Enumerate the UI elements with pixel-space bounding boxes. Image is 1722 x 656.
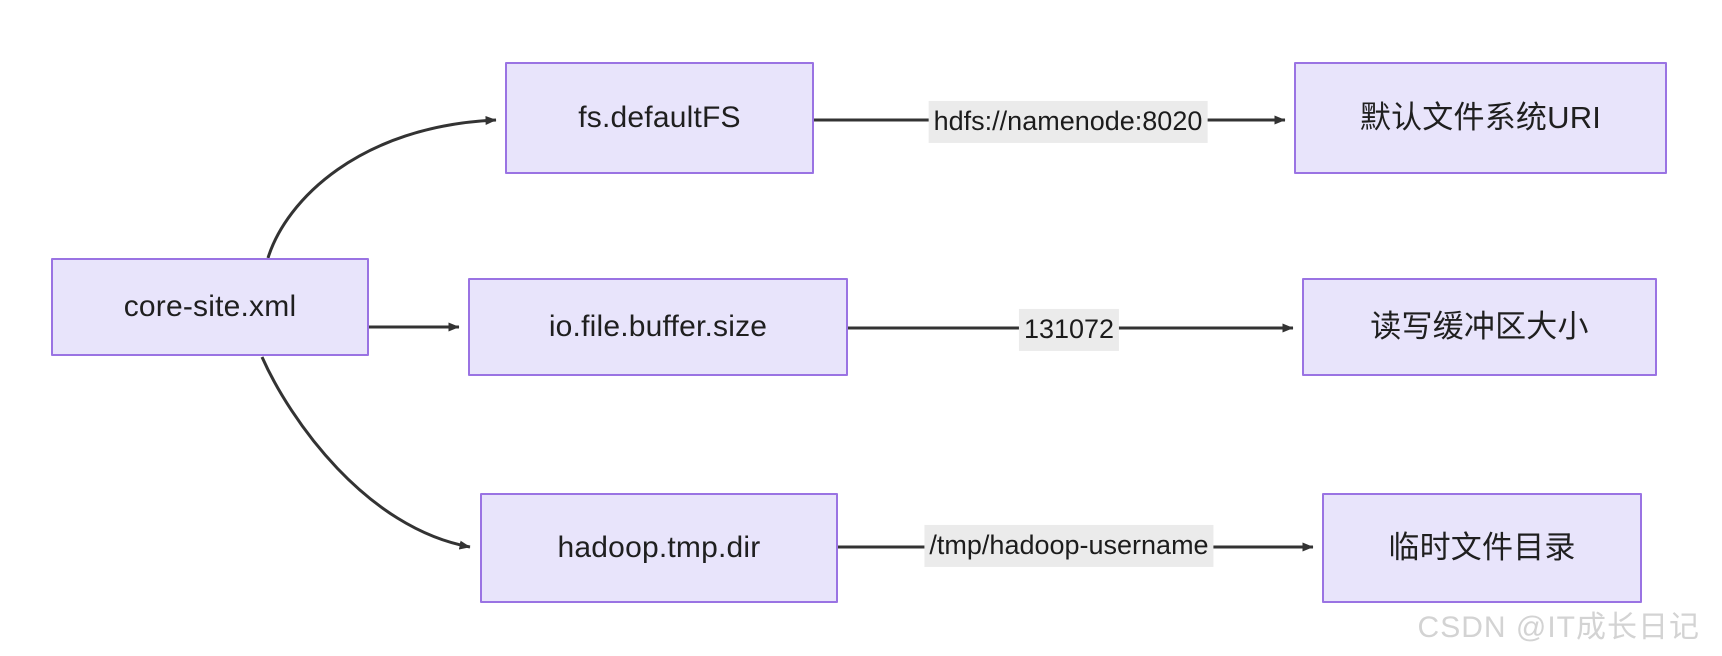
node-core-site-xml[interactable]: core-site.xml bbox=[51, 258, 369, 356]
edge-label-buffer-size-value: 131072 bbox=[1018, 308, 1120, 352]
watermark: CSDN @IT成长日记 bbox=[1417, 611, 1700, 644]
node-hadoop-tmp-dir[interactable]: hadoop.tmp.dir bbox=[480, 493, 838, 603]
node-fs-defaultfs[interactable]: fs.defaultFS bbox=[505, 62, 814, 174]
node-label: 默认文件系统URI bbox=[1359, 100, 1602, 136]
node-label: 读写缓冲区大小 bbox=[1370, 309, 1589, 345]
node-label: hadoop.tmp.dir bbox=[557, 531, 761, 564]
node-default-filesystem-uri[interactable]: 默认文件系统URI bbox=[1294, 62, 1667, 174]
node-io-file-buffer-size[interactable]: io.file.buffer.size bbox=[468, 278, 848, 376]
node-label: io.file.buffer.size bbox=[548, 310, 768, 343]
edge-root-to-hadoop-tmp-dir bbox=[260, 356, 471, 550]
node-label: core-site.xml bbox=[123, 290, 297, 323]
node-temp-file-directory[interactable]: 临时文件目录 bbox=[1322, 493, 1642, 603]
edge-label-hdfs-namenode-uri: hdfs://namenode:8020 bbox=[928, 100, 1208, 144]
node-label: 临时文件目录 bbox=[1388, 530, 1576, 566]
edge-root-to-fs-defaultfs bbox=[266, 115, 497, 259]
node-read-write-buffer-size[interactable]: 读写缓冲区大小 bbox=[1302, 278, 1657, 376]
node-label: fs.defaultFS bbox=[578, 101, 741, 134]
edge-label-tmp-hadoop-username: /tmp/hadoop-username bbox=[924, 524, 1214, 568]
